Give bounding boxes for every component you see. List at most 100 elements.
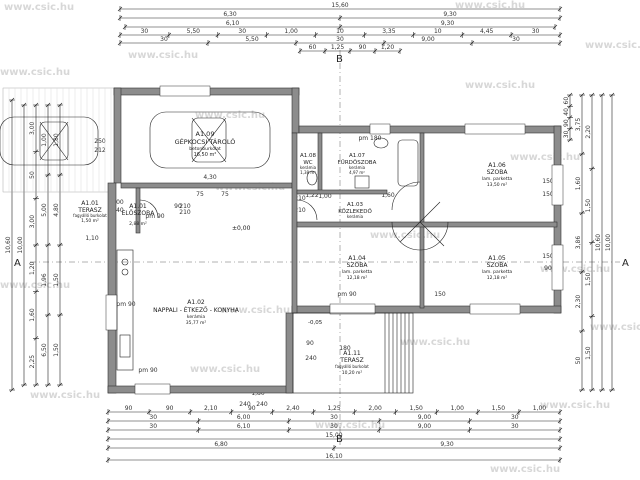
dimension-label-top: 4,45	[480, 28, 494, 35]
dimension-label-bottom: 30	[511, 414, 519, 421]
room-floor-room5: lam. parketta	[482, 269, 512, 275]
room-name-wc: WC	[303, 160, 312, 166]
inner-dimension-label: 240	[305, 355, 317, 362]
inner-dimension-label: 250	[94, 138, 106, 145]
dimension-label-right: 40	[563, 108, 570, 116]
dimension-label-top: 10	[336, 28, 344, 35]
room-floor-room6: lam. parketta	[482, 176, 512, 182]
watermark: www.csic.hu	[0, 67, 70, 78]
dimension-label-left: 1,96	[41, 273, 48, 287]
inner-dimension-label: 240	[112, 207, 124, 214]
dimension-label-right: 60	[563, 97, 570, 105]
dimension-label-left: 1,60	[29, 308, 36, 322]
dimension-label-left: 10,00	[17, 236, 24, 253]
inner-dimension-label: 150	[542, 178, 554, 185]
room-floor-room4: lam. parketta	[342, 269, 372, 275]
dimension-label-bottom: 6,80	[214, 441, 228, 448]
inner-dimension-label: 75	[196, 191, 204, 198]
room-area-hall: 2,88 m²	[129, 221, 147, 227]
dimension-label-top: 1,25	[331, 44, 345, 51]
room-name-terrace-main: TERASZ	[339, 357, 363, 364]
dimension-label-left: 2,25	[29, 355, 36, 369]
room-code-terrace-left: A1.01	[81, 200, 99, 207]
dimension-label-right: 30	[563, 130, 570, 138]
inner-dimension-label: 150	[542, 253, 554, 260]
room-floor-garage: betonburkolat	[189, 146, 221, 152]
dimension-label-bottom: 1,00	[533, 405, 547, 412]
dimension-label-bottom: 16,10	[325, 453, 342, 460]
dimension-label-bottom: 1,00	[451, 405, 465, 412]
dimension-label-left: 1,50	[53, 343, 60, 357]
dimension-label-right: 1,50	[585, 199, 592, 213]
watermark: www.csic.hu	[370, 230, 440, 241]
room-code-wc: A1.08	[300, 153, 317, 159]
bath-fixtures	[306, 137, 419, 189]
inner-dimension-label: 75	[221, 191, 229, 198]
inner-dimension-label: 150	[542, 191, 554, 198]
dimension-label-bottom: 2,10	[204, 405, 218, 412]
inner-dimension-label: 90	[544, 265, 552, 272]
dimension-label-left: 3,00	[29, 121, 36, 135]
dimension-label-top: 30	[141, 28, 149, 35]
inner-dimension-label: 210	[294, 207, 306, 214]
dimension-label-left: 1,80	[53, 133, 60, 147]
dimension-label-bottom: 15,00	[325, 432, 342, 439]
dimension-label-right: 3,86	[575, 236, 582, 250]
room-code-garage: A1.09	[196, 130, 215, 138]
terrace-stairs	[292, 312, 414, 394]
inner-dimension-label: 1,10	[85, 235, 99, 242]
door-swings	[139, 181, 449, 251]
watermark: www.csic.hu	[490, 464, 560, 475]
room-code-living: A1.02	[187, 299, 205, 306]
watermark: www.csic.hu	[455, 0, 525, 11]
dimension-label-top: 30	[238, 28, 246, 35]
inner-dimension-label: 4,30	[203, 174, 217, 181]
room-area-bath: 4,97 m²	[349, 170, 365, 175]
dimension-label-bottom: 2,40	[286, 405, 300, 412]
car-outline-left	[0, 116, 99, 166]
car-outline-garage	[149, 111, 271, 169]
watermark: www.csic.hu	[540, 264, 610, 275]
inner-dimension-label: pm 90	[337, 291, 356, 298]
watermark: www.csic.hu	[0, 280, 70, 291]
room-floor-terrace-main: fagyálló burkolat	[335, 364, 369, 369]
room-name-room4: SZOBA	[347, 262, 369, 269]
dimension-label-left: 5,00	[41, 203, 48, 217]
watermark: www.csic.hu	[4, 2, 74, 13]
dimension-label-left: 4,80	[53, 203, 60, 217]
inner-dimension-label: 1,60	[381, 192, 395, 199]
room-area-room5: 12,18 m²	[487, 275, 508, 281]
dimension-label-top: 90	[359, 44, 367, 51]
room-code-room6: A1.06	[488, 162, 506, 169]
room-labels: A1.09 GÉPKOCSI TÁROLÓ betonburkolat 16,5…	[73, 130, 512, 376]
room-floor-terrace-left: fagyálló burkolat	[73, 213, 107, 218]
inner-dimension-label: pm 90	[116, 301, 135, 308]
level-terrace: -0,05	[308, 320, 323, 326]
dimension-label-top: 30	[532, 28, 540, 35]
room-code-terrace-main: A1.11	[343, 350, 361, 357]
dimension-label-left: 1,00	[41, 133, 48, 147]
inner-dimension-label: 240	[239, 401, 251, 408]
inner-dimension-label: 90	[174, 203, 182, 210]
dimension-label-bottom: 30	[330, 414, 338, 421]
dimension-label-bottom: 90	[125, 405, 133, 412]
room-name-bath: FÜRDŐSZOBA	[338, 159, 377, 166]
dimension-label-bottom: 1,50	[410, 405, 424, 412]
dimension-label-top: 3,35	[382, 28, 396, 35]
kitchen-counter	[116, 249, 134, 371]
room-name-terrace-left: TERASZ	[77, 207, 101, 214]
room-code-room4: A1.04	[348, 255, 366, 262]
dimension-lines	[9, 6, 615, 463]
watermark: www.csic.hu	[590, 322, 640, 333]
room-floor-wc: kerámia	[300, 165, 317, 170]
dimension-label-top: 9,00	[421, 36, 435, 43]
inner-dimension-label: 210	[294, 195, 306, 202]
dimension-label-top: 1,00	[284, 28, 298, 35]
dimension-label-right: 1,50	[585, 273, 592, 287]
room-name-garage: GÉPKOCSI TÁROLÓ	[175, 137, 236, 146]
room-name-room6: SZOBA	[487, 169, 509, 176]
dimension-label-top: 1,20	[381, 44, 395, 51]
dimension-label-right: 10,00	[605, 234, 612, 251]
